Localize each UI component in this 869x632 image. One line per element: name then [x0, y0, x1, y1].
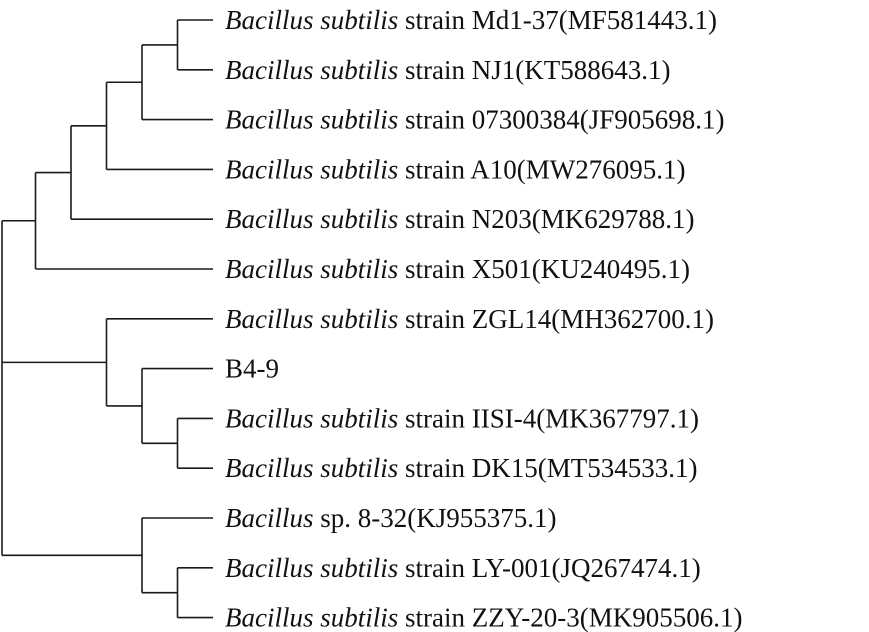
strain-name: strain 07300384(JF905698.1): [398, 105, 724, 135]
genus-name: Bacillus subtilis: [225, 603, 398, 632]
strain-name: strain LY-001(JQ267474.1): [398, 553, 701, 583]
strain-name: strain DK15(MT534533.1): [398, 453, 697, 483]
leaf-label-ly001: Bacillus subtilis strain LY-001(JQ267474…: [225, 553, 701, 583]
leaf-label-sp832: Bacillus sp. 8-32(KJ955375.1): [225, 503, 557, 533]
leaf-label-nj1: Bacillus subtilis strain NJ1(KT588643.1): [225, 55, 670, 85]
genus-name: Bacillus subtilis: [225, 304, 398, 334]
leaf-label-x501: Bacillus subtilis strain X501(KU240495.1…: [225, 254, 690, 284]
strain-name: strain ZZY-20-3(MK905506.1): [398, 603, 742, 632]
genus-name: Bacillus subtilis: [225, 453, 398, 483]
strain-name: strain NJ1(KT588643.1): [398, 55, 670, 85]
strain-name: strain Md1-37(MF581443.1): [398, 5, 717, 35]
leaf-label-n203: Bacillus subtilis strain N203(MK629788.1…: [225, 204, 695, 234]
genus-name: Bacillus: [225, 503, 314, 533]
strain-name: strain N203(MK629788.1): [398, 204, 694, 234]
genus-name: Bacillus subtilis: [225, 154, 398, 184]
leaf-label-iisi: Bacillus subtilis strain IISI-4(MK367797…: [225, 403, 699, 433]
leaf-label-a10: Bacillus subtilis strain A10(MW276095.1): [225, 154, 685, 184]
leaf-label-b49: B4-9: [225, 354, 279, 384]
genus-name: Bacillus subtilis: [225, 55, 398, 85]
genus-name: Bacillus subtilis: [225, 553, 398, 583]
strain-name: strain ZGL14(MH362700.1): [398, 304, 714, 334]
strain-name: strain A10(MW276095.1): [398, 154, 685, 184]
strain-name: sp. 8-32(KJ955375.1): [314, 503, 557, 533]
genus-name: Bacillus subtilis: [225, 254, 398, 284]
strain-name: strain X501(KU240495.1): [398, 254, 690, 284]
leaf-label-s0730: Bacillus subtilis strain 07300384(JF9056…: [225, 105, 725, 135]
leaf-labels: Bacillus subtilis strain Md1-37(MF581443…: [225, 5, 742, 632]
strain-name: strain IISI-4(MK367797.1): [398, 403, 699, 433]
leaf-label-dk15: Bacillus subtilis strain DK15(MT534533.1…: [225, 453, 697, 483]
tree-branches: [1, 19, 213, 619]
genus-name: Bacillus subtilis: [225, 403, 398, 433]
leaf-label-zgl14: Bacillus subtilis strain ZGL14(MH362700.…: [225, 304, 714, 334]
genus-name: Bacillus subtilis: [225, 5, 398, 35]
leaf-label-md1: Bacillus subtilis strain Md1-37(MF581443…: [225, 5, 717, 35]
genus-name: Bacillus subtilis: [225, 105, 398, 135]
strain-name: B4-9: [225, 354, 279, 384]
genus-name: Bacillus subtilis: [225, 204, 398, 234]
leaf-label-zzy: Bacillus subtilis strain ZZY-20-3(MK9055…: [225, 603, 742, 632]
